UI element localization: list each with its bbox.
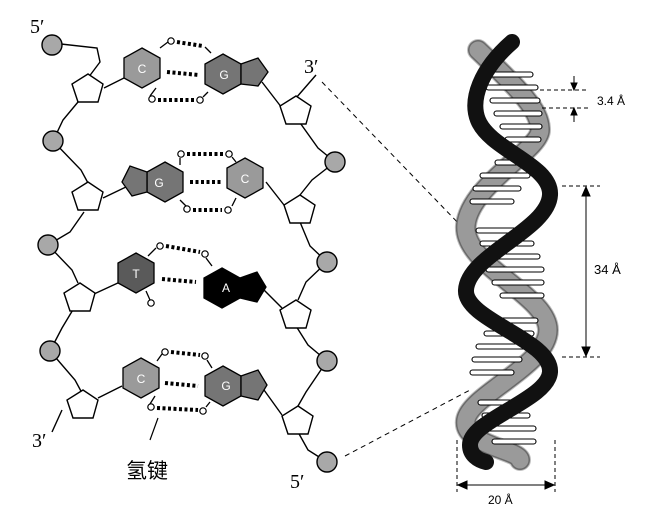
hydrogen-bond-label: 氢键 xyxy=(126,459,168,483)
dimension-pitch xyxy=(562,185,600,358)
right-strand-bottom-label: 5′ xyxy=(290,471,304,493)
base-hexagon-left xyxy=(122,357,160,399)
right-sugars xyxy=(279,95,316,435)
base-spacing-label: 3.4 Å xyxy=(597,93,625,108)
hydrogen-bonds xyxy=(177,150,237,214)
phosphate-circle xyxy=(324,151,346,173)
base-letter-right: G xyxy=(221,379,230,393)
base-letter-right: A xyxy=(222,281,230,295)
phosphate-circle xyxy=(316,350,338,372)
helix-front-strand xyxy=(458,34,558,470)
base-hexagon-right xyxy=(226,157,264,199)
sugar-pentagon xyxy=(281,405,314,435)
base-pair-2: G C xyxy=(121,150,264,214)
right-strand-top-label: 3′ xyxy=(304,56,318,78)
zoom-line-bottom xyxy=(344,389,471,457)
diameter-label: 20 Å xyxy=(488,492,513,507)
sugar-pentagon xyxy=(71,73,104,103)
base-letter-left: C xyxy=(137,372,146,386)
hydrogen-bonds xyxy=(147,348,213,415)
phosphate-circle xyxy=(39,340,61,362)
zoom-line-top xyxy=(321,81,464,229)
base-pair-1: C G xyxy=(123,37,269,104)
base-letter-right: C xyxy=(241,172,250,186)
phosphate-circle xyxy=(41,34,63,56)
sugar-pentagon xyxy=(63,282,96,312)
base-letter-left: C xyxy=(138,62,147,76)
base-letter-left: G xyxy=(154,176,163,190)
base-pentagon-right xyxy=(240,57,269,87)
left-strand-top-label: 5′ xyxy=(30,16,44,38)
base-pair-3: T A xyxy=(117,242,267,309)
dimension-base-spacing xyxy=(540,76,588,122)
right-phosphates xyxy=(316,151,346,473)
left-sugars xyxy=(63,73,104,419)
hydrogen-bonds xyxy=(145,242,213,307)
sugar-pentagon xyxy=(71,181,104,211)
base-pentagon-left xyxy=(121,165,148,197)
sugar-pentagon xyxy=(279,95,312,125)
sugar-pentagon xyxy=(279,299,312,329)
base-pentagon-right xyxy=(240,369,268,401)
left-strand-bottom-label: 3′ xyxy=(32,430,46,452)
helix-base-rungs xyxy=(469,71,545,445)
base-letter-left: T xyxy=(132,267,140,281)
base-ring-left xyxy=(146,161,184,203)
sugar-pentagon xyxy=(66,389,99,419)
hydrogen-bonds xyxy=(148,37,212,104)
left-phosphates xyxy=(37,34,64,362)
base-pentagon-right xyxy=(239,271,267,303)
base-pair-4: C G xyxy=(122,348,268,415)
base-hexagon-left xyxy=(123,47,161,89)
dna-ladder-schematic xyxy=(37,34,346,473)
sugar-pentagon xyxy=(283,194,316,224)
base-letter-right: G xyxy=(219,68,228,82)
hydrogen-bond-pointer xyxy=(149,417,159,441)
base-hexagon-left xyxy=(117,252,155,294)
phosphate-circle xyxy=(316,251,338,273)
phosphate-circle xyxy=(42,130,64,152)
double-helix xyxy=(455,34,560,471)
dimension-diameter xyxy=(456,440,556,492)
phosphate-circle xyxy=(316,451,338,473)
phosphate-circle xyxy=(37,234,59,256)
pitch-label: 34 Å xyxy=(594,262,621,277)
